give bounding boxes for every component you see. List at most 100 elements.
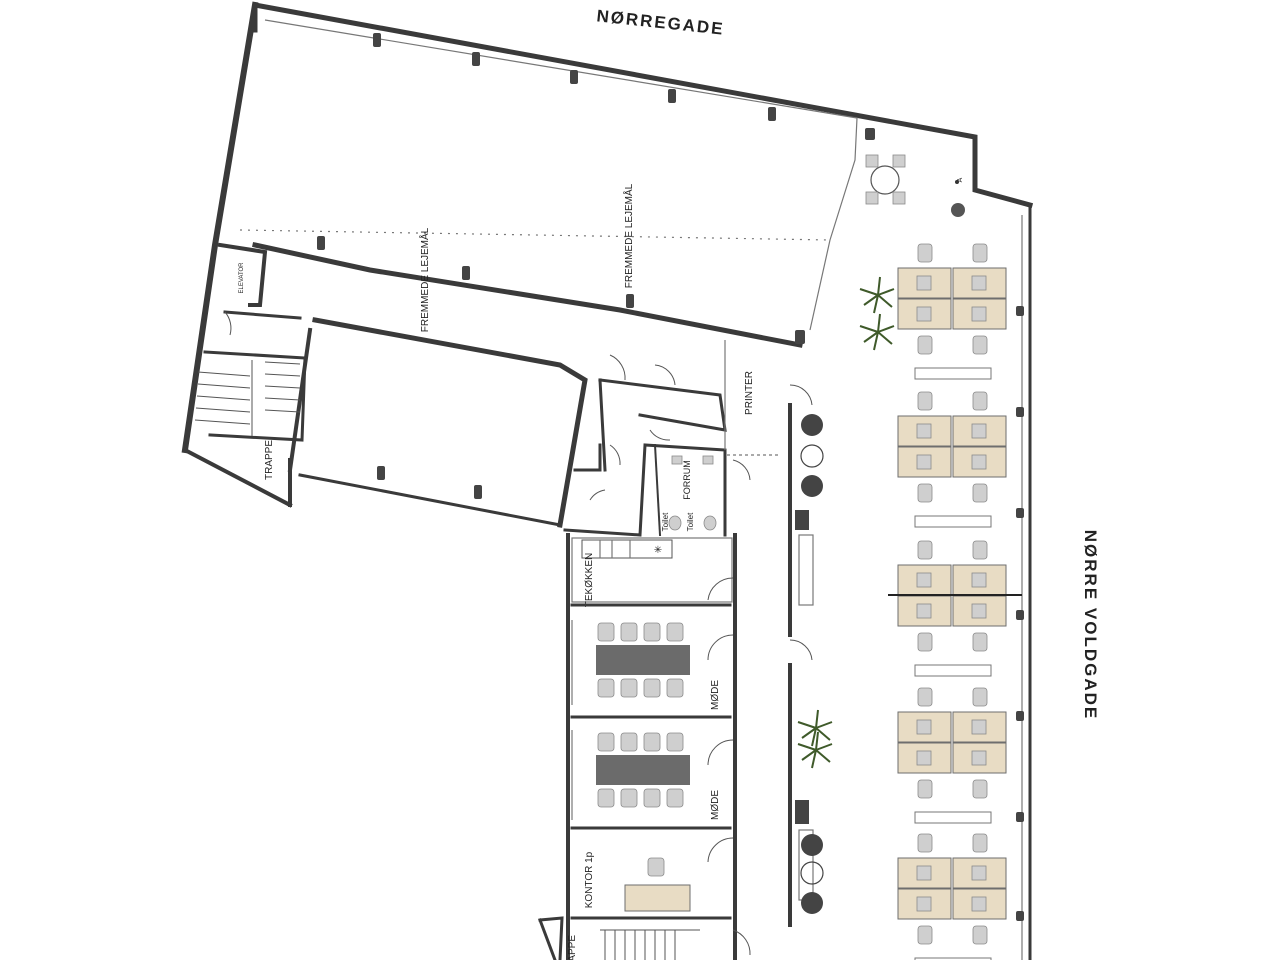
marker-point-a: A xyxy=(957,177,964,182)
storage-shelf xyxy=(914,515,992,528)
outer-walls xyxy=(181,1,1034,960)
meeting-chair xyxy=(666,788,684,808)
meeting-chair xyxy=(666,732,684,752)
desk-chair xyxy=(972,391,988,411)
meeting-chair xyxy=(597,622,615,642)
room-label-toilet-2: Toilet xyxy=(686,512,695,531)
desk-cluster xyxy=(897,243,1007,380)
desk-chair xyxy=(916,750,932,766)
desk-chair xyxy=(917,779,933,799)
desk-chair xyxy=(971,865,987,881)
facade-pillars xyxy=(317,33,1024,921)
desk-chair xyxy=(916,865,932,881)
street-label-east: NØRRE VOLDGADE xyxy=(1081,530,1100,720)
meeting-table-1 xyxy=(596,645,690,675)
desk-chair xyxy=(917,335,933,355)
meeting-chair xyxy=(666,622,684,642)
desk-chair xyxy=(916,454,932,470)
desk-chair xyxy=(916,603,932,619)
desk-cluster xyxy=(897,687,1007,824)
desk-chair xyxy=(917,540,933,560)
storage-shelf xyxy=(914,957,992,960)
desk-chair xyxy=(972,483,988,503)
desk-chair xyxy=(916,275,932,291)
desk-chair xyxy=(972,779,988,799)
street-label-north: NØRREGADE xyxy=(596,6,726,38)
desk-chair xyxy=(971,719,987,735)
desk-chair xyxy=(917,925,933,945)
desk-chair xyxy=(917,687,933,707)
room-label-stairs-main: TRAPPE xyxy=(264,440,275,480)
desk-chair xyxy=(972,243,988,263)
storage-shelf xyxy=(914,664,992,677)
room-label-anteroom: FORRUM xyxy=(682,460,692,500)
meeting-chair xyxy=(643,622,661,642)
storage-shelf xyxy=(914,367,992,380)
desk-chair xyxy=(971,275,987,291)
desk-chair xyxy=(971,896,987,912)
room-label-toilet-1: Toilet xyxy=(661,512,670,531)
room-label-tea-kitchen: TEKØKKEN xyxy=(584,553,595,607)
room-label-office: KONTOR 1p xyxy=(584,851,595,908)
desk-chair xyxy=(972,833,988,853)
desk-chair xyxy=(916,896,932,912)
room-label-foreign-lease-2: FREMMEDE LEJEMÅL xyxy=(622,183,635,288)
desk-chair xyxy=(971,454,987,470)
meeting-chair xyxy=(643,788,661,808)
meeting-chair xyxy=(597,788,615,808)
meeting-chair xyxy=(597,732,615,752)
desk xyxy=(952,415,1007,447)
meeting-table-2 xyxy=(596,755,690,785)
meeting-chair xyxy=(620,788,638,808)
meeting-room-2: MØDE xyxy=(570,715,734,820)
service-core: PRINTER FORRUM Toilet Toilet xyxy=(563,340,780,537)
meeting-chair xyxy=(620,678,638,698)
svg-text:✳: ✳ xyxy=(654,545,662,556)
desk-chair xyxy=(971,572,987,588)
room-label-elevator: ELEVATOR xyxy=(239,262,245,294)
meeting-chair xyxy=(666,678,684,698)
office-desk xyxy=(624,884,691,912)
corridor xyxy=(788,384,824,927)
workstation-area xyxy=(897,243,1007,960)
desk-chair xyxy=(972,632,988,652)
desk-chair xyxy=(916,423,932,439)
desk-chair xyxy=(917,833,933,853)
desk-chair xyxy=(971,750,987,766)
plant-icon xyxy=(797,276,895,769)
desk-chair xyxy=(971,423,987,439)
desk-cluster xyxy=(897,391,1007,528)
desk-chair xyxy=(916,719,932,735)
desk-chair xyxy=(972,335,988,355)
desk-chair xyxy=(972,925,988,945)
desk-chair xyxy=(916,306,932,322)
desk-chair xyxy=(972,540,988,560)
meeting-chair xyxy=(643,678,661,698)
room-label-meeting-2: MØDE xyxy=(710,790,721,820)
meeting-chair xyxy=(620,622,638,642)
room-label-meeting-1: MØDE xyxy=(710,680,721,710)
room-label-printer: PRINTER xyxy=(744,371,755,415)
desk-cluster xyxy=(897,833,1007,960)
foreign-lease-area: FREMMEDE LEJEMÅL FREMMEDE LEJEMÅL xyxy=(239,19,858,528)
storage-shelf xyxy=(914,811,992,824)
elevator: ELEVATOR xyxy=(217,242,302,336)
desk-chair xyxy=(972,687,988,707)
desk-chair xyxy=(916,572,932,588)
desk-cluster xyxy=(897,540,1007,677)
office-1p: KONTOR 1p xyxy=(570,826,734,920)
desk-chair xyxy=(917,632,933,652)
meeting-room-1: MØDE xyxy=(570,603,734,710)
desk-chair xyxy=(917,243,933,263)
lounge-table: A xyxy=(865,154,965,217)
meeting-chair xyxy=(620,732,638,752)
room-label-stairs-bottom: TRAPPE xyxy=(567,935,578,960)
desk xyxy=(897,267,952,299)
room-label-foreign-lease-1: FREMMEDE LEJEMÅL xyxy=(418,227,431,332)
meeting-chair xyxy=(643,732,661,752)
meeting-chair xyxy=(597,678,615,698)
desk-chair xyxy=(971,306,987,322)
stairs-main: TRAPPE xyxy=(194,350,307,480)
desk-chair xyxy=(971,603,987,619)
